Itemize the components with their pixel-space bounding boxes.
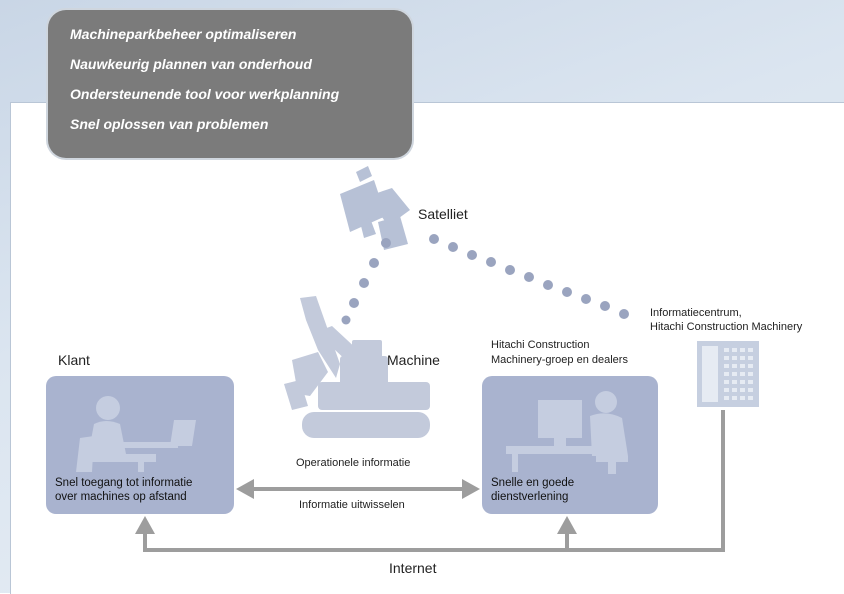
customer-label: Klant (58, 352, 90, 368)
satellite-icon (340, 166, 410, 250)
internet-lines (135, 410, 725, 552)
excavator-icon (284, 296, 430, 438)
dealer-box: Snelle en goede dienstverlening (482, 376, 658, 514)
benefits-callout: Machineparkbeheer optimaliseren Nauwkeur… (48, 10, 412, 158)
signal-dots (341, 234, 629, 325)
dealer-caption-line: dienstverlening (491, 491, 569, 503)
dealer-label: Hitachi Construction (491, 339, 590, 351)
benefit-item: Snel oplossen van problemen (70, 116, 269, 132)
machine-label: Machine (387, 352, 440, 368)
exchange-label: Informatie uitwisselen (299, 499, 405, 511)
customer-caption-line: over machines op afstand (55, 491, 187, 503)
info-center-building-icon (697, 341, 759, 407)
benefit-item: Ondersteunende tool voor werkplanning (70, 86, 340, 102)
customer-at-laptop-icon (76, 396, 196, 472)
customer-caption-line: Snel toegang tot informatie (55, 477, 193, 489)
internet-label: Internet (389, 560, 437, 576)
dealer-caption-line: Snelle en goede (491, 477, 575, 489)
info-center-label: Hitachi Construction Machinery (650, 321, 803, 333)
benefit-item: Machineparkbeheer optimaliseren (70, 26, 297, 42)
satellite-label: Satelliet (418, 206, 468, 222)
benefit-item: Nauwkeurig plannen van onderhoud (70, 56, 312, 72)
dealer-label: Machinery-groep en dealers (491, 354, 628, 366)
dealer-at-computer-icon (506, 391, 628, 474)
exchange-arrow (236, 479, 480, 499)
info-center-label: Informatiecentrum, (650, 307, 742, 319)
customer-box: Snel toegang tot informatie over machine… (46, 376, 234, 514)
operational-info-label: Operationele informatie (296, 457, 411, 469)
